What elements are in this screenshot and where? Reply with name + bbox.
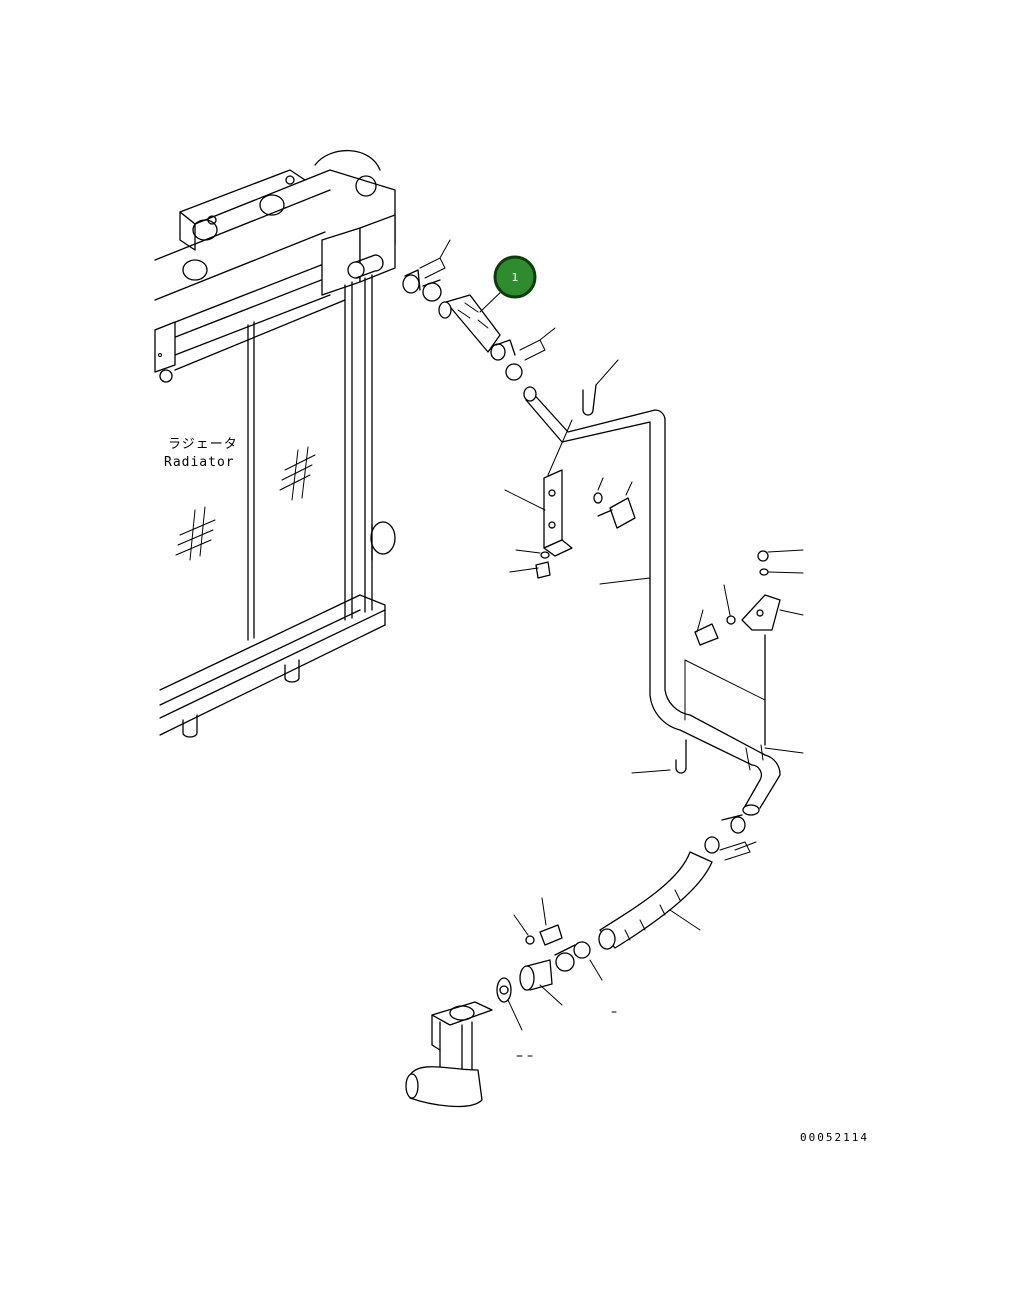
radiator-label-en: Radiator [164, 455, 235, 470]
upper-bracket [535, 469, 636, 579]
part-callout-1[interactable]: 1 [493, 255, 537, 299]
callout-number: 1 [512, 271, 519, 284]
core-hatch-marks [175, 446, 316, 561]
upper-hose-group [402, 239, 556, 381]
radiator-assembly: ラジェータ Radiator [154, 149, 396, 738]
leader-lines [504, 359, 804, 1057]
drawing-number: 00052114 [800, 1131, 869, 1144]
right-bracket [694, 550, 781, 746]
radiator-label-jp: ラジェータ [168, 437, 238, 452]
main-pipe [523, 384, 781, 816]
lower-hose-group [405, 814, 751, 1108]
